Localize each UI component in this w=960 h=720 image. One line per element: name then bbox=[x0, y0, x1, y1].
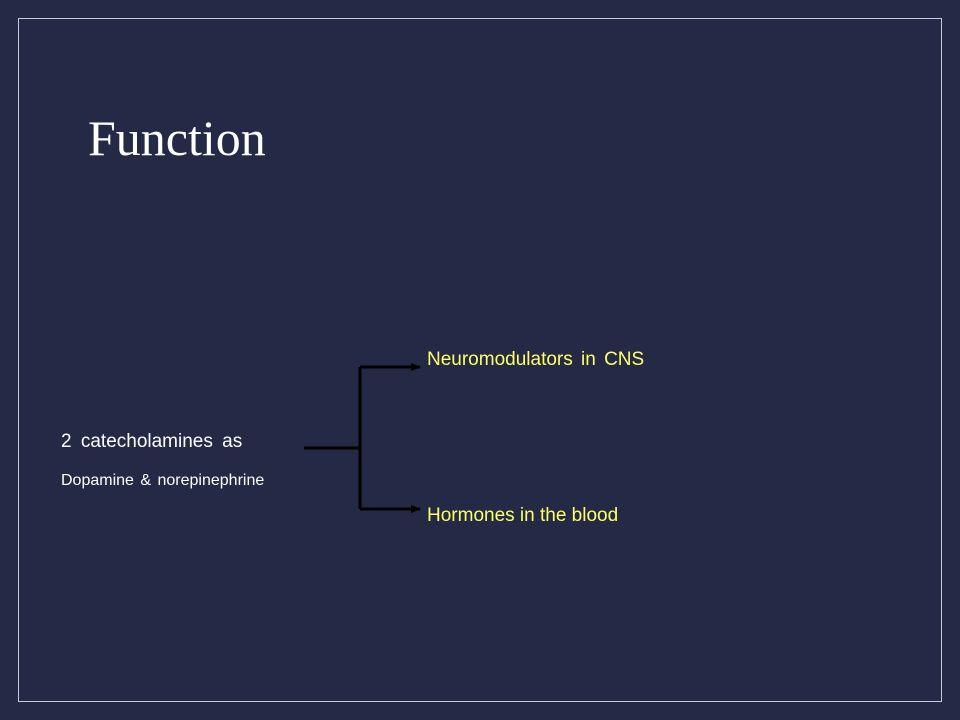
slide-frame bbox=[18, 18, 942, 702]
slide-title: Function bbox=[88, 110, 266, 166]
target-hormones-label: Hormones in the blood bbox=[427, 505, 619, 526]
source-sublabel: Dopamine & norepinephrine bbox=[61, 472, 265, 489]
target-neuromodulators-label: Neuromodulators in CNS bbox=[427, 349, 645, 370]
source-label: 2 catecholamines as bbox=[61, 431, 243, 452]
